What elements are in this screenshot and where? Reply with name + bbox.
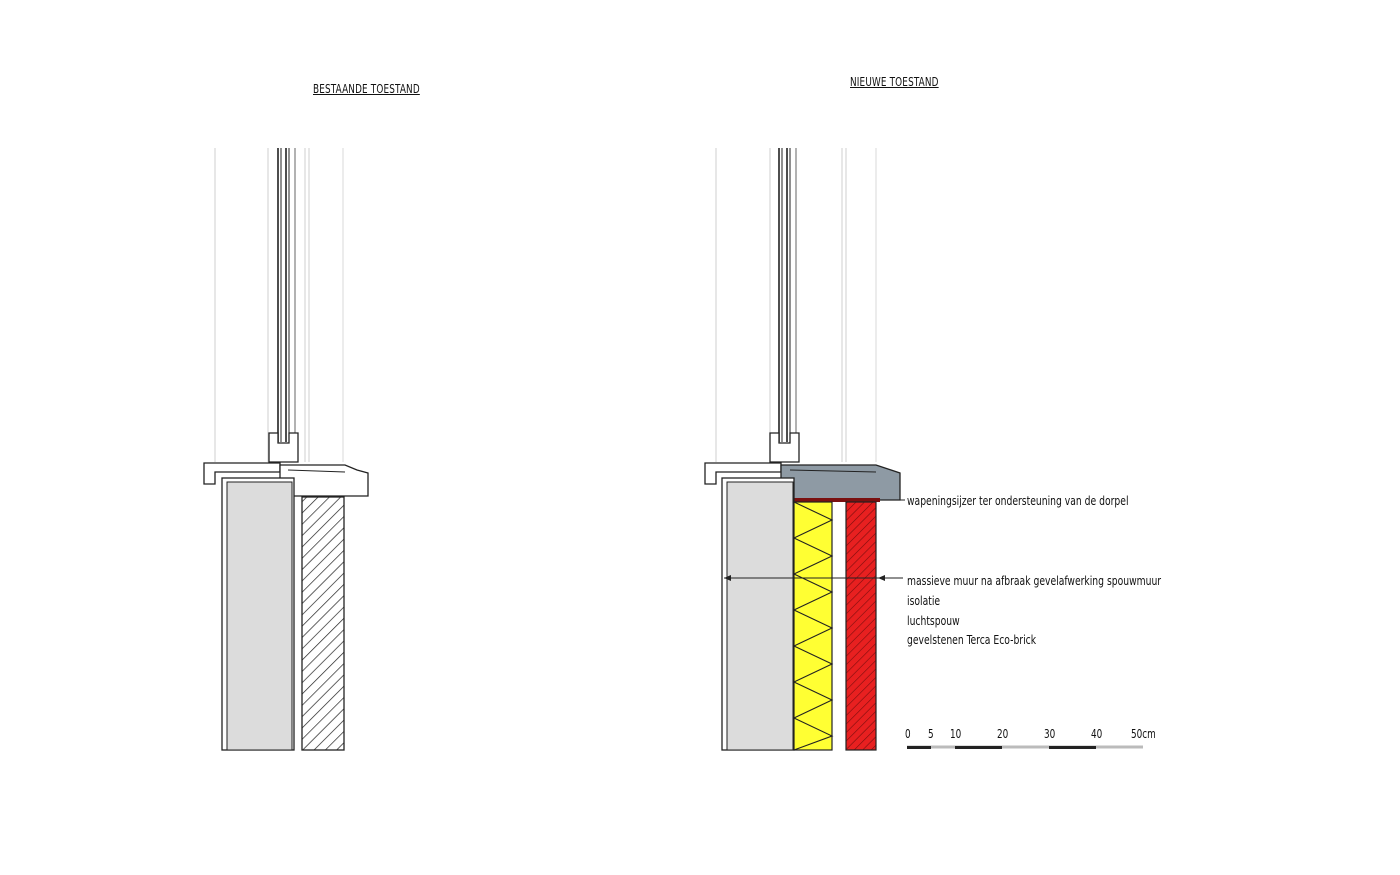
annotation-insulation: isolatie — [907, 593, 941, 608]
scale-bar-graphic — [907, 745, 1143, 749]
scale-tick-40: 40 — [1091, 727, 1103, 741]
new-section — [704, 148, 905, 751]
scale-tick-50cm: 50cm — [1131, 727, 1156, 741]
scale-tick-20: 20 — [997, 727, 1009, 741]
scale-tick-0: 0 — [905, 727, 911, 741]
scale-tick-5: 5 — [928, 727, 934, 741]
new-state-title: NIEUWE TOESTAND — [850, 75, 939, 89]
existing-section — [203, 148, 369, 751]
annotation-air-cavity: luchtspouw — [907, 613, 960, 628]
annotation-rebar: wapeningsijzer ter ondersteuning van de … — [907, 493, 1129, 508]
annotation-facing-brick: gevelstenen Terca Eco-brick — [907, 632, 1037, 647]
scale-tick-10: 10 — [950, 727, 962, 741]
scale-tick-30: 30 — [1044, 727, 1056, 741]
annotation-solid-wall: massieve muur na afbraak gevelafwerking … — [907, 573, 1162, 588]
existing-state-title: BESTAANDE TOESTAND — [313, 82, 420, 96]
